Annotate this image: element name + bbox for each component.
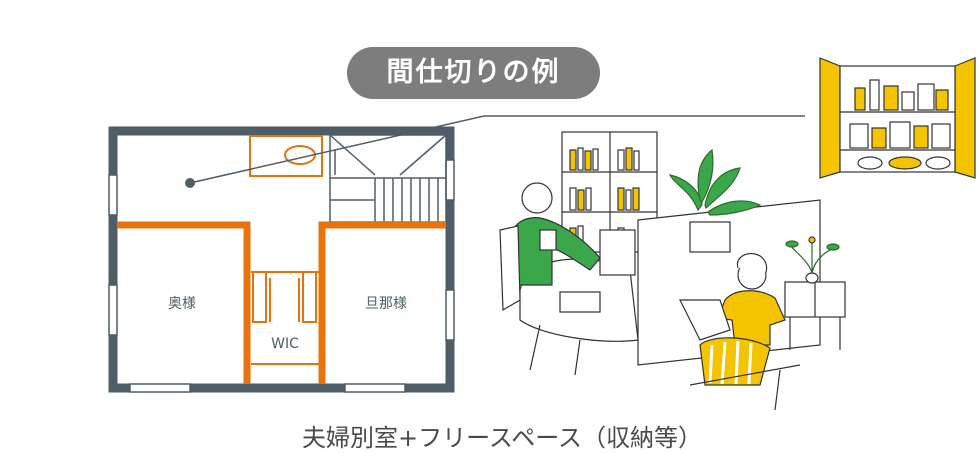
partition-left bbox=[117, 221, 251, 384]
window-left-top bbox=[108, 174, 118, 216]
room-label-wic: WIC bbox=[271, 336, 299, 352]
closet-racks bbox=[251, 271, 320, 365]
man bbox=[499, 182, 601, 312]
window-frame bbox=[689, 221, 731, 253]
pantry-cabinet bbox=[819, 57, 976, 179]
counter bbox=[249, 135, 323, 177]
outer-wall bbox=[108, 126, 455, 393]
monitor bbox=[599, 229, 636, 276]
window-right-bottom bbox=[445, 289, 455, 341]
room-label-wife: 奥様 bbox=[168, 295, 196, 312]
rack-left bbox=[252, 271, 267, 323]
window-left-bottom bbox=[108, 284, 118, 336]
partitions bbox=[117, 221, 446, 384]
sewing-machine bbox=[679, 299, 731, 341]
title-badge: 間仕切りの例 bbox=[347, 47, 600, 99]
plant-left bbox=[668, 148, 762, 216]
document bbox=[559, 291, 601, 313]
room-label-husband: 旦那様 bbox=[365, 296, 407, 312]
illustration bbox=[499, 57, 976, 411]
partition-right bbox=[318, 221, 446, 384]
staircase bbox=[329, 134, 447, 223]
pointer bbox=[185, 115, 805, 188]
sideboard bbox=[784, 236, 846, 350]
window-bottom-left bbox=[129, 383, 191, 393]
window-bottom-right bbox=[344, 383, 406, 393]
leader-line bbox=[189, 115, 805, 184]
window-right-top bbox=[445, 159, 455, 201]
caption: 夫婦別室+フリースペース（収納等） bbox=[301, 424, 703, 452]
floor-plan: 奥様 旦那様 WIC bbox=[108, 126, 455, 393]
rack-right bbox=[302, 271, 317, 323]
